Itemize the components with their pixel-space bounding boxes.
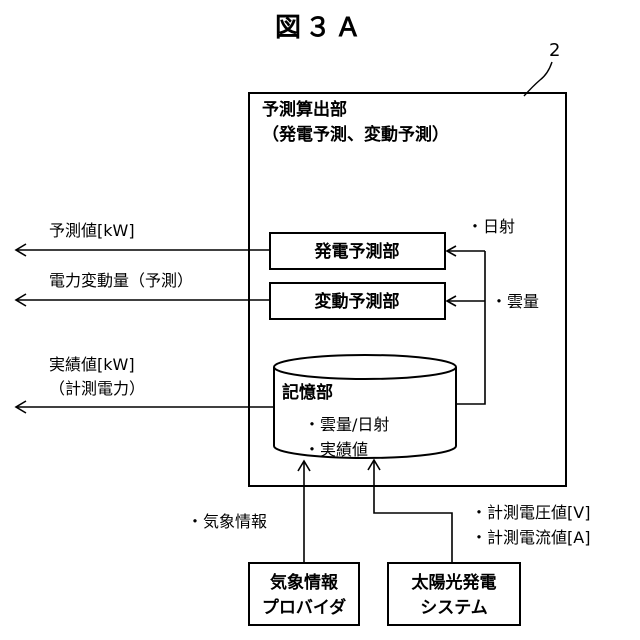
storage-label: 記憶部 bbox=[282, 382, 333, 403]
reference-number: 2 bbox=[549, 40, 560, 61]
feedback-line bbox=[456, 251, 485, 404]
input-solar-radiation: ・日射 bbox=[467, 217, 515, 236]
input-measured-voltage: ・計測電圧値[V] bbox=[471, 503, 590, 522]
storage-item-actual: ・実績値 bbox=[304, 440, 368, 459]
weather-provider-label-2: プロバイダ bbox=[262, 597, 346, 618]
forecast-unit-subtitle: （発電予測、変動予測） bbox=[262, 124, 449, 145]
input-cloud-cover: ・雲量 bbox=[491, 292, 539, 311]
output-actual-value-note: （計測電力） bbox=[49, 379, 145, 398]
weather-provider-label-1: 気象情報 bbox=[269, 572, 339, 593]
forecast-unit-title: 予測算出部 bbox=[262, 99, 347, 120]
input-measured-current: ・計測電流値[A] bbox=[471, 528, 590, 547]
storage-item-weather: ・雲量/日射 bbox=[304, 415, 389, 434]
solar-system-label-2: システム bbox=[420, 598, 488, 618]
reference-leader-line bbox=[524, 62, 552, 96]
output-actual-value: 実績値[kW] bbox=[49, 355, 135, 374]
fluctuation-forecast-label: 変動予測部 bbox=[315, 291, 400, 312]
output-power-fluctuation: 電力変動量（予測） bbox=[49, 271, 193, 290]
arrow-solar-to-storage bbox=[374, 460, 452, 563]
input-weather-info: ・気象情報 bbox=[187, 512, 267, 531]
output-forecast-value: 予測値[kW] bbox=[49, 221, 135, 240]
generation-forecast-label: 発電予測部 bbox=[314, 241, 400, 262]
figure-title: 図３Ａ bbox=[275, 13, 365, 43]
solar-system-label-1: 太陽光発電 bbox=[412, 572, 497, 593]
